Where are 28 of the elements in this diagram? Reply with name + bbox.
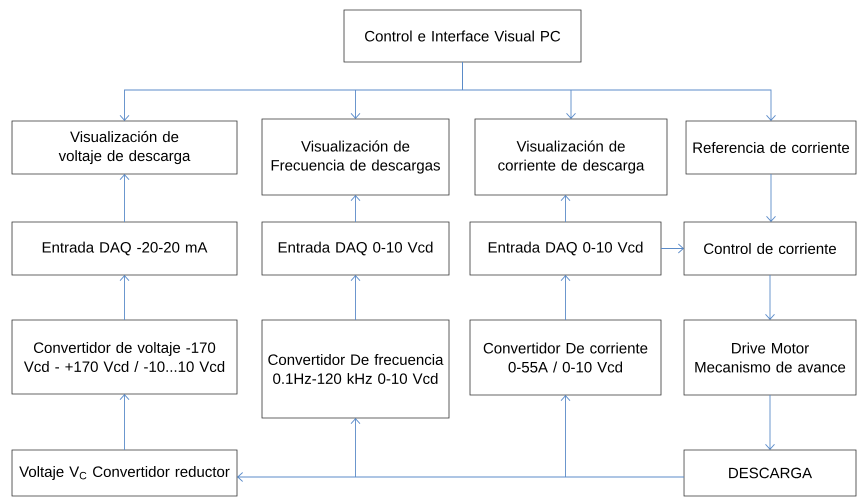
process-box: Convertidor De frecuencia 0.1Hz-120 kHz 0-10 Vcd xyxy=(262,320,450,418)
process-box: Entrada DAQ -20-20 mA xyxy=(12,222,238,276)
arrow xyxy=(765,394,775,450)
arrow xyxy=(120,394,130,450)
process-box: Voltaje V$_{C}$ Convertidor reductor xyxy=(12,450,238,496)
process-box: Convertidor De corriente 0-55A / 0-10 Vcd xyxy=(470,320,662,396)
discharge-box: DESCARGA xyxy=(684,450,856,496)
arrow xyxy=(350,275,360,320)
arrow xyxy=(660,244,684,254)
process-box: Visualización de Frecuencia de descargas xyxy=(262,118,450,196)
arrow xyxy=(560,195,570,222)
arrow xyxy=(560,395,684,478)
interface-box: Control e Interface Visual PC xyxy=(344,10,582,62)
process-box: Control de corriente xyxy=(684,222,856,276)
arrow xyxy=(560,275,570,320)
arrow xyxy=(462,62,776,121)
process-box: Referencia de corriente xyxy=(686,120,856,174)
process-box: Entrada DAQ 0-10 Vcd xyxy=(470,222,662,276)
arrow xyxy=(350,195,360,222)
process-box: Visualización de corriente de descarga xyxy=(474,118,668,196)
process-box: Visualización de voltaje de descarga xyxy=(12,120,238,174)
process-box: Convertidor de voltaje -170 Vcd - +170 Vcd / -10...10 Vcd xyxy=(12,320,238,394)
process-box: Drive Motor Mecanismo de avance xyxy=(684,320,856,396)
arrow xyxy=(120,174,130,222)
arrow xyxy=(765,274,775,320)
arrow xyxy=(766,174,776,222)
process-box: Entrada DAQ 0-10 Vcd xyxy=(262,222,450,276)
arrow xyxy=(120,275,130,320)
